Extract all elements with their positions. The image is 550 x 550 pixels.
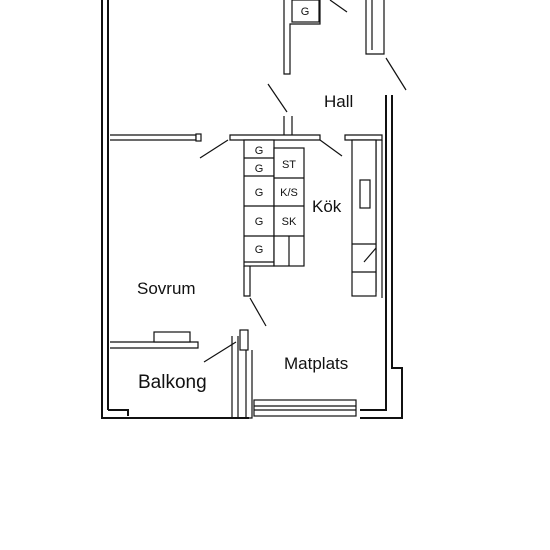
room-label-kok: Kök <box>312 197 342 216</box>
fridge-label-ks: K/S <box>280 187 298 199</box>
room-label-sovrum: Sovrum <box>137 279 196 298</box>
upper-partitions <box>267 0 407 113</box>
lower-walls <box>110 266 267 419</box>
room-label-balkong: Balkong <box>138 372 207 393</box>
wardrobe-label-5: G <box>255 244 264 256</box>
cabinet-label-sk: SK <box>282 216 297 228</box>
room-label-hall: Hall <box>324 92 353 111</box>
wardrobe-label-2: G <box>255 163 264 175</box>
room-label-matplats: Matplats <box>284 354 348 373</box>
kitchen-counter <box>351 139 377 297</box>
wardrobe-label-4: G <box>255 216 264 228</box>
storage-label-st: ST <box>282 159 296 171</box>
wardrobe-label-3: G <box>255 187 264 199</box>
cabinet-label-top: G <box>301 6 310 18</box>
outer-walls <box>101 0 403 419</box>
top-cabinet <box>291 0 320 23</box>
wardrobe-label-1: G <box>255 145 264 157</box>
wardrobe-column <box>243 139 305 267</box>
window-bottom <box>253 399 357 417</box>
